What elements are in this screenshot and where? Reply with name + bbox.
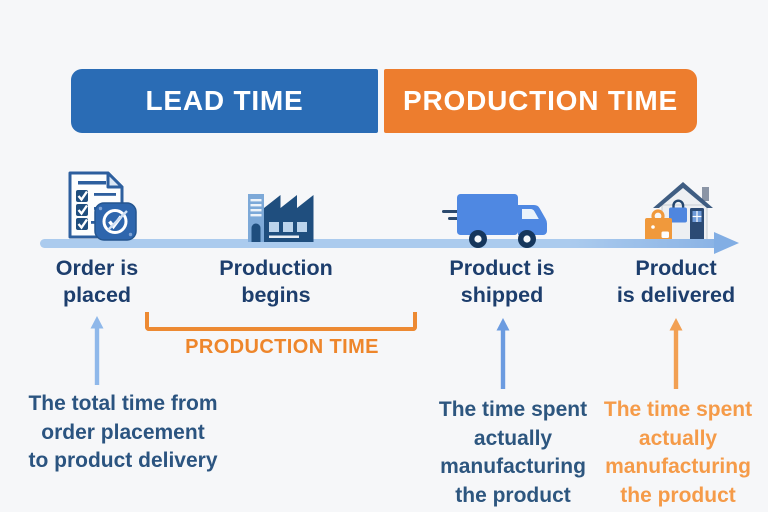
stage-label-production-begins: Production begins (219, 256, 333, 307)
delivered-pointer-arrow-icon (669, 318, 683, 389)
production-time-header: PRODUCTION TIME (384, 69, 697, 133)
lead-time-header: LEAD TIME (71, 69, 378, 133)
house-delivery-icon (645, 182, 713, 242)
order-checklist-icon (68, 171, 137, 241)
timeline-arrowhead-icon (714, 232, 739, 254)
stage-label-product-shipped: Product is shipped (449, 256, 555, 307)
delivered-description: The time spent actually manufacturing th… (603, 398, 753, 507)
lead-time-description: The total time from order placement to p… (28, 392, 218, 472)
stage-label-product-delivered: Product is delivered (616, 256, 736, 307)
stage-label-order-placed: Order is placed (55, 256, 139, 307)
production-time-header-label: PRODUCTION TIME (403, 85, 678, 116)
production-time-bracket-label: PRODUCTION TIME (185, 336, 379, 358)
timeline-bar (40, 239, 718, 248)
shipped-pointer-arrow-icon (496, 318, 510, 389)
lead-time-header-label: LEAD TIME (145, 85, 304, 116)
shipped-description: The time spent actually manufacturing th… (438, 398, 588, 507)
production-time-bracket (145, 312, 417, 331)
delivery-truck-icon (442, 194, 547, 248)
lead-time-pointer-arrow-icon (90, 316, 104, 385)
factory-icon (248, 194, 314, 242)
